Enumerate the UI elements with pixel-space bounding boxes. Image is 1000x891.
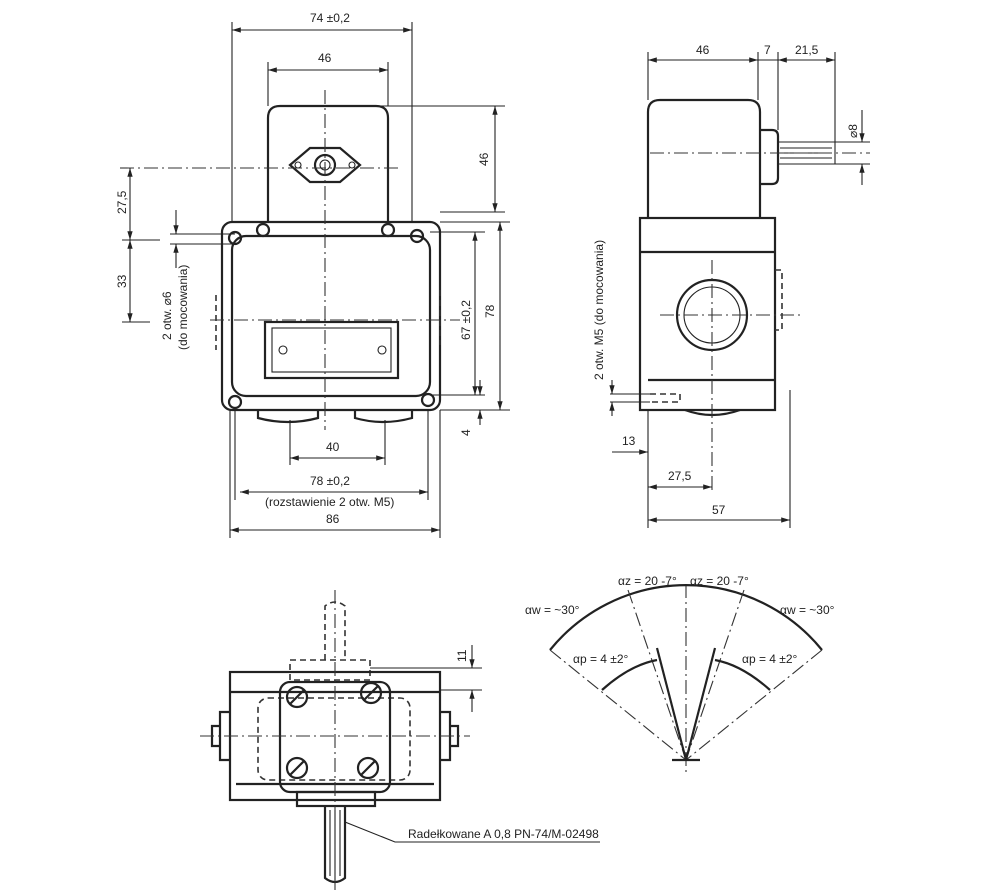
dim-74: 74 ±0,2	[310, 11, 350, 25]
alpha-z-right: αz = 20 -7°	[690, 574, 749, 588]
dim-4: 4	[459, 429, 473, 436]
side-dim-7: 7	[764, 43, 771, 57]
side-dim-21-5: 21,5	[795, 43, 819, 57]
side-dim-diam-8: ⌀8	[846, 124, 860, 138]
front-view: 74 ±0,2 46 46 27,5 33 2 otw. ⌀6 (do moco…	[115, 11, 510, 538]
cable-glands	[256, 410, 414, 424]
alpha-p-right: αp = 4 ±2°	[742, 652, 798, 666]
actuation-angle-diagram: αz = 20 -7° αz = 20 -7° αw = ~30° αw = ~…	[525, 574, 835, 772]
knurl-note: Radełkowane A 0,8 PN-74/M-02498	[408, 827, 599, 841]
side-dim-46: 46	[696, 43, 710, 57]
coil-housing	[266, 104, 390, 222]
side-dim-57: 57	[712, 503, 726, 517]
dim-27-5: 27,5	[115, 190, 129, 214]
window	[263, 320, 400, 380]
dim-78-vertical: 78	[483, 304, 497, 318]
alpha-w-left: αw = ~30°	[525, 603, 580, 617]
dim-67: 67 ±0,2	[459, 300, 473, 340]
mounting-holes	[227, 222, 436, 410]
side-view: 46 7 21,5 ⌀8 2 otw. M5 (do mocowania) 13…	[592, 43, 870, 528]
dim-46-coil: 46	[318, 51, 332, 65]
alpha-p-left: αp = 4 ±2°	[573, 652, 629, 666]
travel-arc	[549, 584, 823, 651]
side-dim-13: 13	[622, 434, 636, 448]
spacing-note: (rozstawienie 2 otw. M5)	[265, 495, 394, 509]
dim-78-horizontal: 78 ±0,2	[310, 474, 350, 488]
side-holes-note: 2 otw. M5 (do mocowania)	[592, 240, 606, 380]
side-coil-housing	[646, 98, 762, 218]
alpha-z-left: αz = 20 -7°	[618, 574, 677, 588]
side-dim-27-5: 27,5	[668, 469, 692, 483]
knurled-shaft	[778, 141, 836, 165]
dim-33: 33	[115, 274, 129, 288]
dim-46-height: 46	[477, 152, 491, 166]
dim-11: 11	[455, 649, 469, 662]
dim-86: 86	[326, 512, 340, 526]
bottom-view: 11 Radełkowane A 0,8 PN-74/M-02498	[200, 590, 600, 890]
cover-screws	[285, 681, 383, 780]
side-body	[638, 216, 777, 412]
body-inner-edge	[230, 234, 432, 398]
alpha-w-right: αw = ~30°	[780, 603, 835, 617]
switch-body	[220, 220, 442, 412]
holes-note: 2 otw. ⌀6	[160, 291, 174, 340]
connector-flange	[288, 146, 362, 184]
dim-40: 40	[326, 440, 340, 454]
holes-note-2: (do mocowania)	[176, 265, 190, 350]
